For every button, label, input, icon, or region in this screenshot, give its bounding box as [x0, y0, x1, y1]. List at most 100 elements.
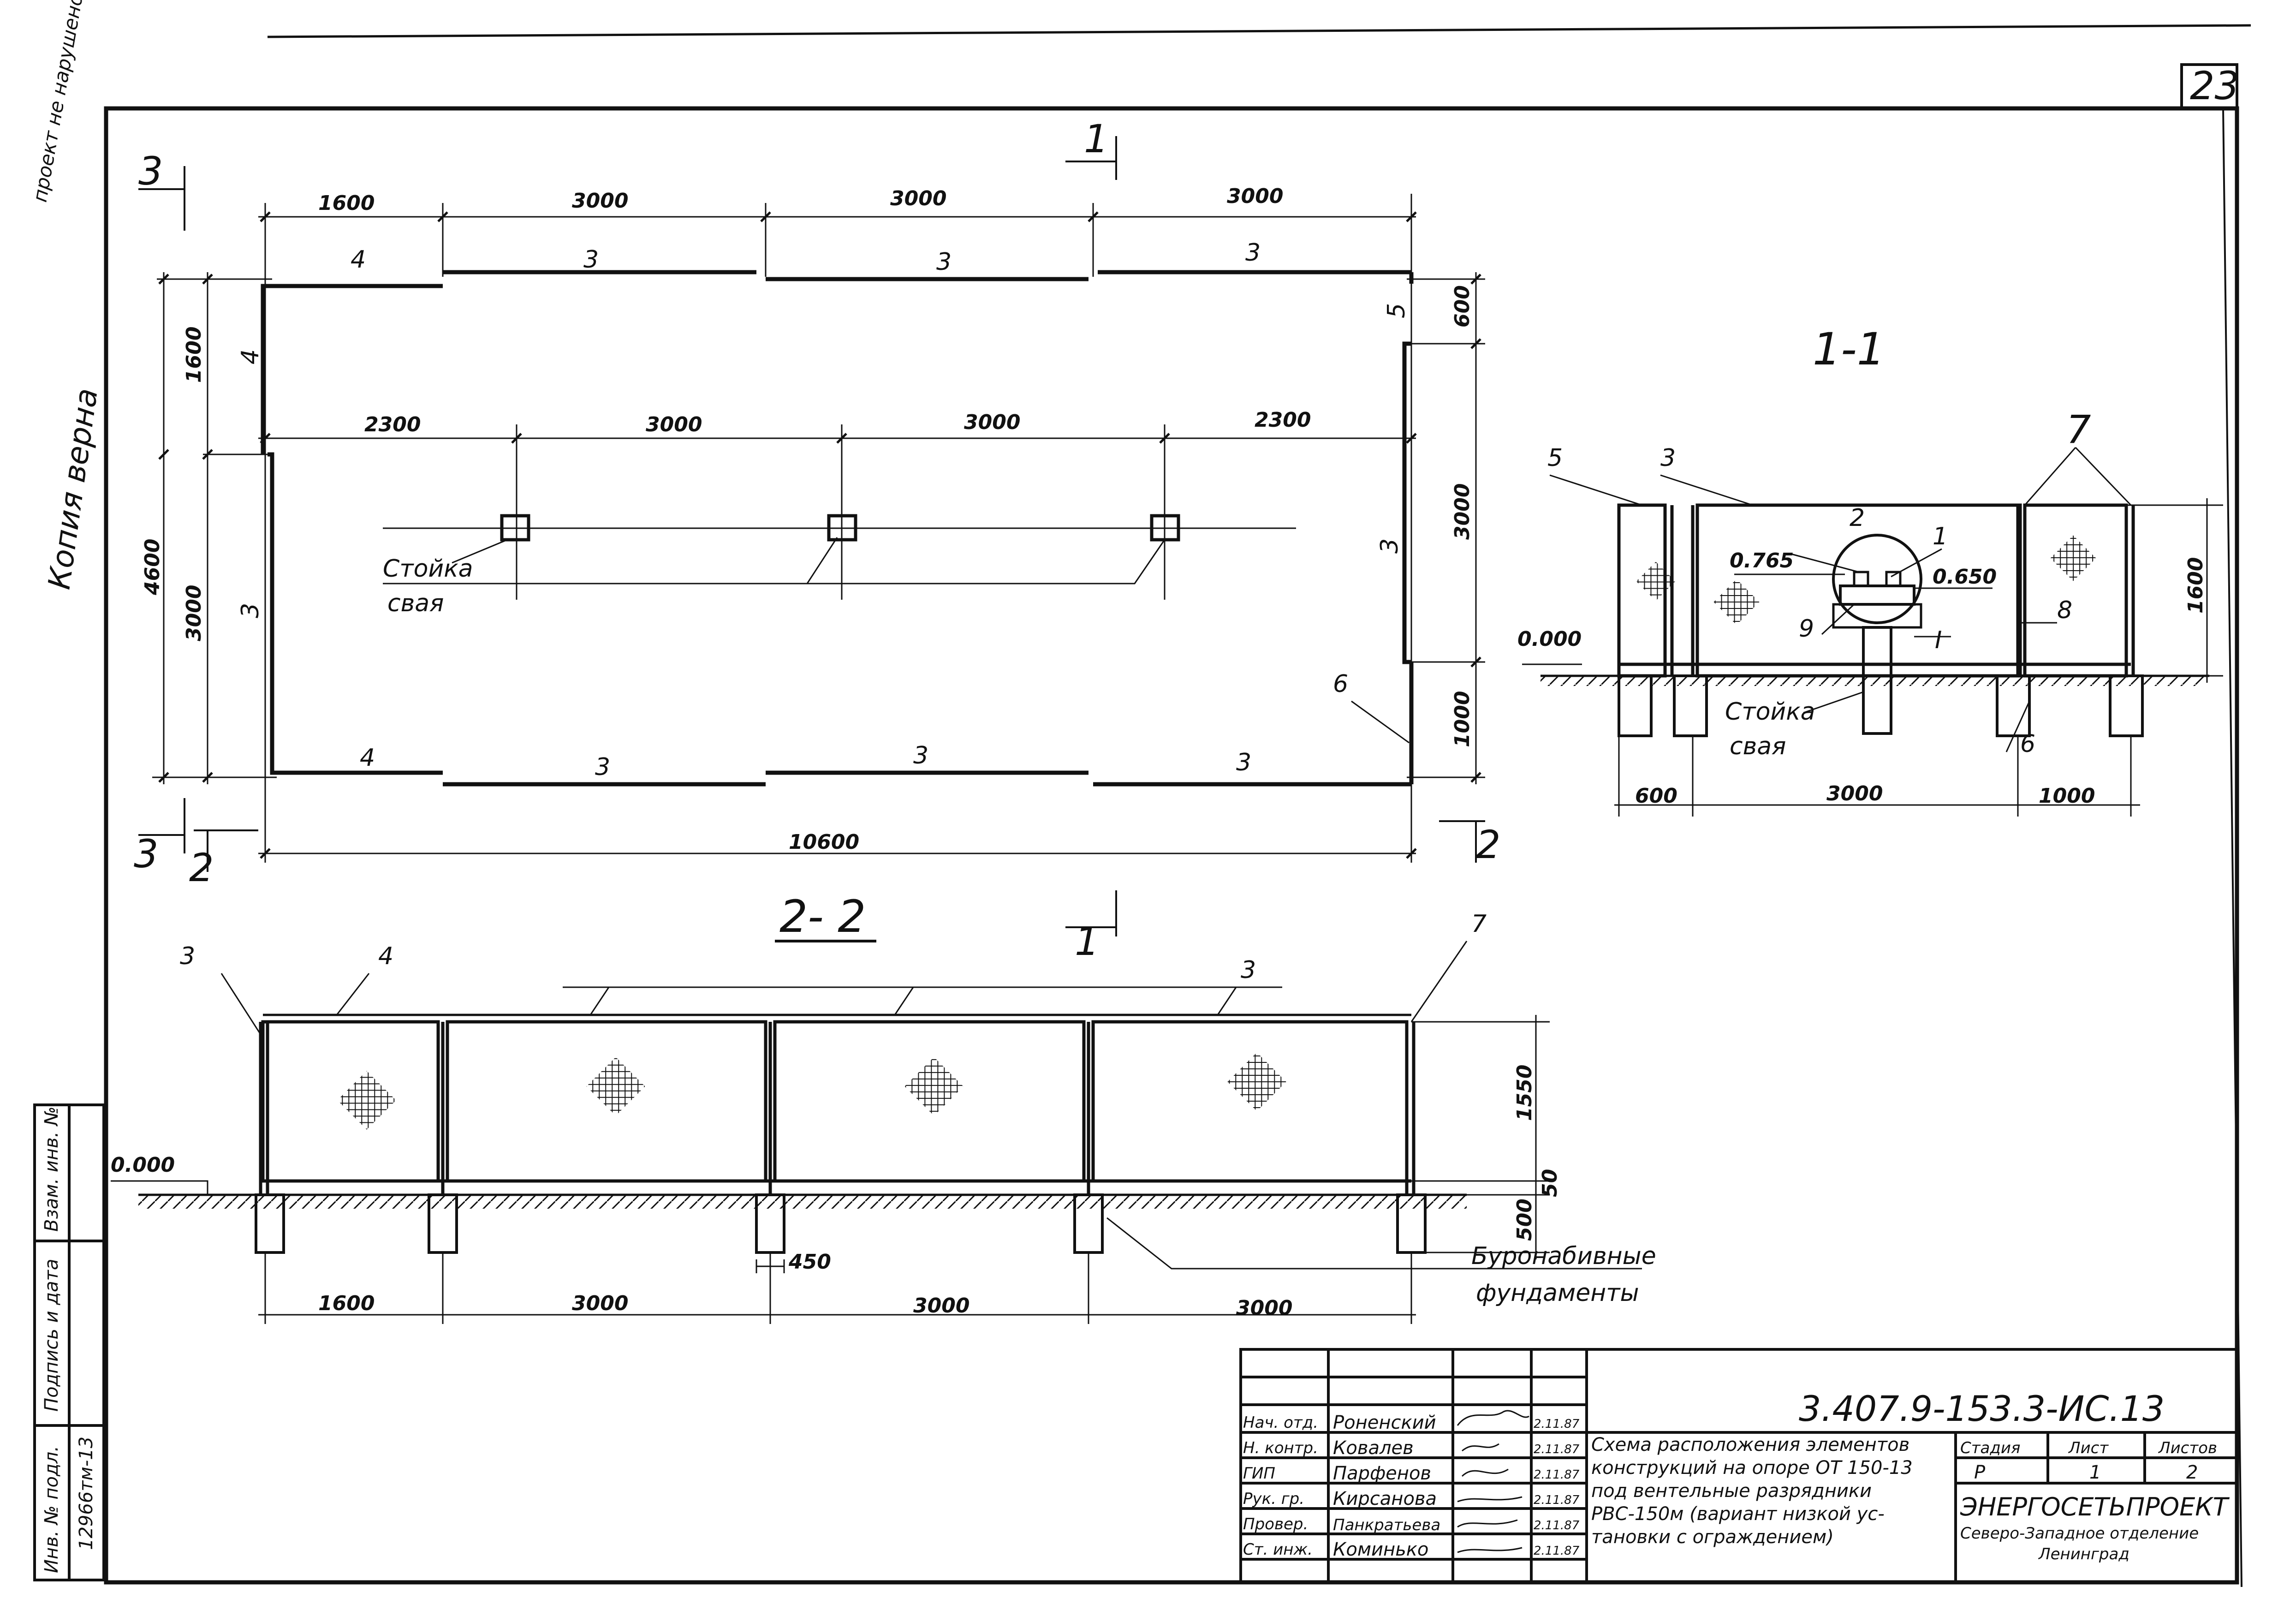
- section11-mark-6: 6: [2020, 730, 2035, 758]
- section11-label-pile: свая: [1730, 733, 1786, 760]
- name-5: Панкратьева: [1333, 1516, 1440, 1534]
- plan-top-dim-1: 1600: [318, 191, 375, 215]
- section22-height-1: 1550: [1513, 1065, 1536, 1121]
- name-4: Кирсанова: [1333, 1488, 1437, 1509]
- section11-level-2: 0.650: [1933, 565, 1997, 589]
- role-5: Провер.: [1243, 1515, 1308, 1533]
- section22-dim-3: 3000: [913, 1294, 970, 1318]
- plan-dimension-texts: 1600 3000 3000 3000 2300 3000 3000 2300 …: [141, 185, 1474, 854]
- plan-mark-bottom-2: 3: [595, 753, 610, 781]
- section11-label-post: Стойка: [1725, 698, 1815, 726]
- plan-mark-gate: 6: [1333, 670, 1348, 698]
- plan-cut-markers: [138, 136, 1485, 936]
- margin-note-top: проект не нарушено 2.11.87: [29, 0, 101, 204]
- section11-level-1: 0.765: [1730, 549, 1794, 572]
- sheets-header: Листов: [2158, 1439, 2217, 1457]
- plan-mark-top-3: 3: [936, 248, 952, 276]
- section-1-1: 1-1: [1517, 323, 2223, 817]
- plan-right-dim-3: 1000: [1451, 691, 1474, 747]
- section22-diameter: 450: [788, 1250, 831, 1274]
- stage-value: Р: [1974, 1462, 1986, 1483]
- name-1: Роненский: [1333, 1412, 1436, 1433]
- org-city: Ленинград: [2038, 1545, 2129, 1563]
- plan-inner-dim-3: 3000: [964, 411, 1020, 434]
- plan-cut3-label-bottom: 3: [134, 831, 158, 877]
- plan-cut2-label-left: 2: [189, 845, 214, 890]
- org-name: ЭНЕРГОСЕТЬПРОЕКТ: [1960, 1492, 2230, 1521]
- plan-left-dim-2: 3000: [182, 585, 206, 641]
- plan-mark-left-top: 4: [237, 349, 264, 364]
- section22-texts: 3 4 3 7 0.000 1550 50 500 450 1600 3000 …: [111, 910, 1656, 1320]
- title-block-row-6: Ст. инж. Коминько 2.11.87: [1243, 1539, 1580, 1560]
- section22-mark-4: 7: [1471, 910, 1487, 938]
- title-block-row-1: Нач. отд. Роненский 2.11.87: [1243, 1412, 1580, 1433]
- plan-total-dim: 10600: [789, 830, 859, 854]
- section22-foundation-label-1: Буронабивные: [1471, 1242, 1656, 1270]
- section11-mark-9: 9: [1799, 615, 1814, 643]
- title-block-code: 3.407.9-153.3-ИС.13: [1799, 1388, 2165, 1429]
- plan-mark-left: 3: [237, 603, 264, 618]
- plan-top-dim-3: 3000: [890, 187, 946, 210]
- plan-inner-dim-2: 3000: [646, 413, 702, 436]
- section22-dim-4: 3000: [1236, 1296, 1292, 1320]
- plan-view: 1600 3000 3000 3000 2300 3000 3000 2300 …: [134, 116, 1500, 964]
- section11-dim-1: 600: [1635, 784, 1677, 808]
- section22-dimension-lines: [111, 941, 1642, 1324]
- section22-mesh: [337, 1052, 1286, 1130]
- description-line-4: РВС-150м (вариант низкой ус-: [1591, 1503, 1885, 1525]
- section22-height-2: 50: [1538, 1169, 1562, 1197]
- sheet-number: 23: [2190, 63, 2239, 108]
- date-2: 2.11.87: [1534, 1443, 1580, 1456]
- plan-top-dim-2: 3000: [572, 189, 628, 213]
- plan-fence-panels: [261, 270, 1414, 787]
- date-4: 2.11.87: [1534, 1493, 1580, 1507]
- plan-inner-dim-1: 2300: [364, 413, 421, 436]
- sheet-frame: [104, 24, 2251, 1587]
- plan-marks: 4 3 3 3 4 3 3 3 4 3 3 5 6 Стойка свая 1 …: [134, 116, 1500, 964]
- title-block-row-4: Рук. гр. Кирсанова 2.11.87: [1243, 1488, 1580, 1509]
- section11-dim-3: 1000: [2039, 784, 2095, 808]
- section11-mark-5: 5: [1547, 444, 1563, 472]
- role-4: Рук. гр.: [1243, 1490, 1304, 1508]
- section22-mark-3: 3: [1241, 956, 1256, 984]
- section11-title: 1-1: [1813, 323, 1885, 375]
- side-stamp-inv-number: 12966тм-13: [76, 1437, 97, 1550]
- role-3: ГИП: [1243, 1464, 1275, 1483]
- plan-mark-bottom-3: 3: [913, 742, 928, 769]
- plan-left-dim-total: 4600: [141, 539, 164, 596]
- date-3: 2.11.87: [1534, 1468, 1580, 1482]
- section11-mesh: [1636, 535, 2096, 625]
- plan-post-1: [500, 514, 530, 542]
- plan-label-pile: свая: [387, 590, 444, 617]
- side-stamp-inv: Инв. № подл.: [41, 1446, 62, 1573]
- margin-notes: проект не нарушено 2.11.87 Копия верна: [29, 0, 105, 591]
- name-3: Парфенов: [1333, 1463, 1431, 1484]
- role-6: Ст. инж.: [1243, 1540, 1313, 1559]
- section11-mark-3: 3: [1660, 444, 1676, 472]
- title-block: 3.407.9-153.3-ИС.13 Нач. отд. Роненский …: [1239, 1348, 2238, 1584]
- section22-height-3: 500: [1513, 1199, 1536, 1241]
- date-1: 2.11.87: [1534, 1417, 1580, 1431]
- plan-cut3-label-top: 3: [138, 149, 163, 194]
- section-2-2: 2- 2: [111, 891, 1656, 1324]
- sheet-header: Лист: [2068, 1439, 2109, 1457]
- section11-mark-8: 8: [2057, 596, 2072, 624]
- section22-foundation-label-2: фундаменты: [1476, 1279, 1639, 1307]
- description-line-5: тановки с ограждением): [1591, 1527, 1834, 1548]
- title-block-description: Схема расположения элементов конструкций…: [1591, 1434, 1913, 1548]
- title-block-signatures: [1457, 1410, 1529, 1553]
- plan-mark-top-2: 3: [583, 246, 599, 274]
- section11-mark-1: 1: [1933, 523, 1948, 550]
- description-line-3: под вентельные разрядники: [1591, 1480, 1872, 1502]
- title-block-row-2: Н. контр. Ковалев 2.11.87: [1243, 1437, 1580, 1459]
- date-5: 2.11.87: [1534, 1519, 1580, 1533]
- section11-dim-2: 3000: [1826, 782, 1883, 805]
- section22-panels: [259, 1014, 1416, 1195]
- section11-mark-2: 2: [1850, 504, 1865, 532]
- section11-mark-7: 7: [2066, 407, 2091, 452]
- plan-mark-right: 3: [1376, 538, 1404, 554]
- section22-title: 2- 2: [779, 891, 866, 942]
- plan-mark-right-top: 5: [1383, 303, 1410, 318]
- title-block-row-3: ГИП Парфенов 2.11.87: [1243, 1463, 1580, 1484]
- plan-leaders: [452, 537, 1410, 744]
